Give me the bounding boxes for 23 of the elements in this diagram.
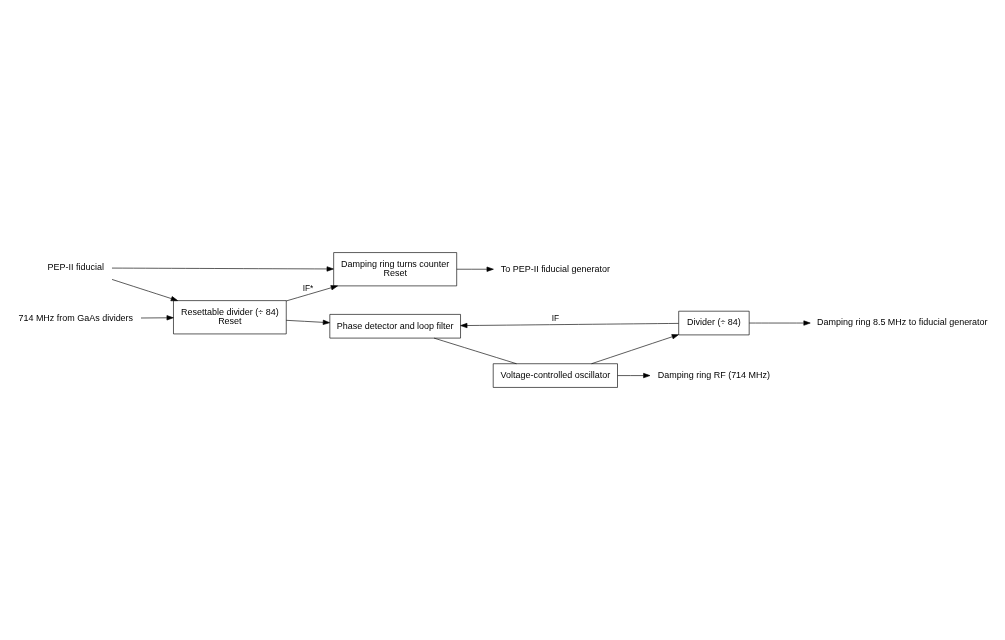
node-text: Damping ring 8.5 MHz to fiducial generator xyxy=(817,317,988,328)
node-text: PEP-II fiducial xyxy=(47,262,104,273)
node-box: Divider (÷ 84) xyxy=(678,310,750,336)
node-box: Damping ring turns counter Reset xyxy=(333,252,457,287)
arrow xyxy=(591,334,679,365)
node-text: To PEP-II fiducial generator xyxy=(500,263,610,274)
node-text: 714 MHz from GaAs dividers xyxy=(18,312,134,323)
arrow xyxy=(285,285,338,302)
arrow xyxy=(460,322,679,329)
edge-label: IF* xyxy=(302,282,314,293)
arrow xyxy=(111,266,334,272)
arrow xyxy=(111,279,178,302)
node-box: Voltage-controlled oscillator xyxy=(492,363,618,388)
arrow xyxy=(140,315,174,321)
node-box: Phase detector and loop filter xyxy=(329,314,461,339)
arrow xyxy=(749,320,811,326)
edge-label: IF xyxy=(551,313,560,324)
arrow xyxy=(456,266,494,272)
arrow xyxy=(617,373,651,379)
arrow xyxy=(285,319,330,325)
node-text: Damping ring RF (714 MHz) xyxy=(657,369,771,380)
node-box: Resettable divider (÷ 84) Reset xyxy=(173,300,287,335)
connector xyxy=(433,337,517,365)
